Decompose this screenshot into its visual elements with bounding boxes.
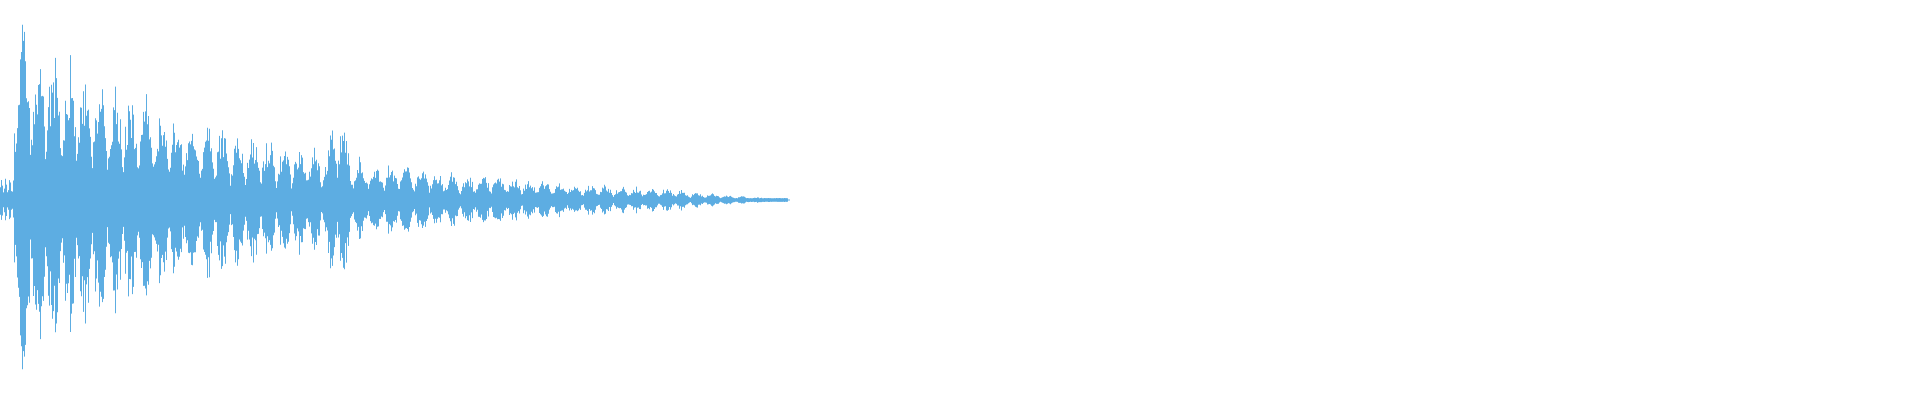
waveform-samples bbox=[0, 24, 788, 370]
waveform-trace bbox=[0, 24, 788, 370]
